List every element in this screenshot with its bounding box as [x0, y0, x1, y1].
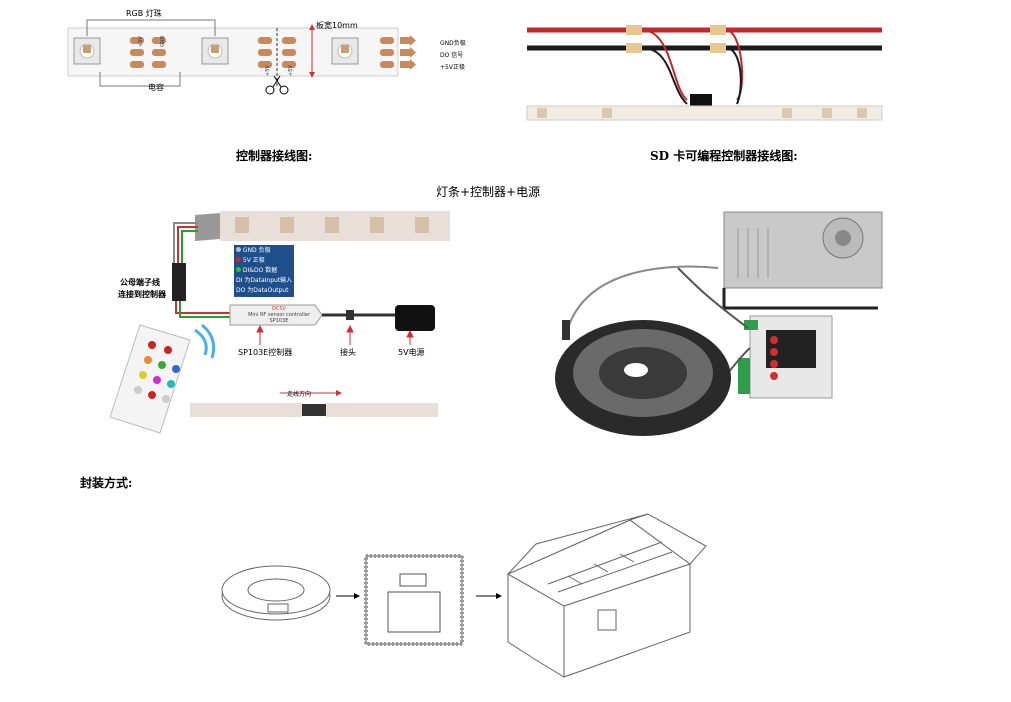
- remote-control: [110, 324, 191, 434]
- pin-do-label: DO 信号: [440, 52, 464, 59]
- legend-row: DO 为DataOutput输出: [236, 287, 289, 304]
- controller-label: SP103E控制器: [238, 348, 293, 357]
- controller-wiring-caption: 控制器接线图:: [236, 149, 313, 163]
- pad-label: +5V: [265, 65, 271, 76]
- wired-strip-photo: [526, 25, 883, 121]
- packaging-diagram: [221, 513, 707, 678]
- scissors-icon: [265, 75, 289, 95]
- controller-box-text: DC5V Mini RF sensor controller SP103E: [248, 306, 310, 324]
- controller-diagram: [110, 211, 450, 434]
- pad-label: +5V: [138, 36, 144, 47]
- legend-row: GND 负极: [236, 246, 294, 256]
- pin-legend: GND 负极 5V 正极 DI&DO 数据 DI 为DataInput输入 DO…: [236, 246, 294, 306]
- rgb-led-label: RGB 灯珠: [126, 9, 162, 18]
- direction-label: 走线方向: [287, 391, 312, 398]
- legend-row: DI&DO 数据: [236, 266, 294, 276]
- pad-label: +5V: [288, 65, 294, 76]
- connector-label-2: 连接到控制器: [118, 290, 166, 299]
- box-drawing: [506, 513, 707, 678]
- reel-drawing: [221, 565, 331, 621]
- led-chip: [73, 37, 101, 65]
- led-chip: [201, 37, 229, 65]
- width-label: 板宽10mm: [316, 21, 358, 30]
- pad-label: GND: [160, 35, 166, 47]
- pin-5v-label: +5V正极: [440, 64, 465, 71]
- packaging-caption: 封装方式:: [80, 476, 133, 490]
- connector-label-1: 公母端子线: [120, 278, 160, 287]
- joint-label: 接头: [340, 348, 356, 357]
- reel-psu-photo: [555, 211, 883, 436]
- bag-drawing: [364, 554, 464, 646]
- pin-gnd-label: GND负极: [440, 40, 466, 47]
- legend-row: DI 为DataInput输入: [236, 277, 293, 284]
- power-label: 5V电源: [398, 348, 425, 357]
- sd-wiring-caption: SD 卡可编程控制器接线图:: [650, 149, 798, 163]
- led-strip-diagram: +5V GND +5V +5V: [67, 19, 416, 95]
- led-chip: [331, 37, 359, 65]
- capacitor-label: 电容: [148, 83, 164, 92]
- center-title: 灯条+控制器+电源: [436, 185, 541, 199]
- legend-row: 5V 正极: [236, 256, 294, 266]
